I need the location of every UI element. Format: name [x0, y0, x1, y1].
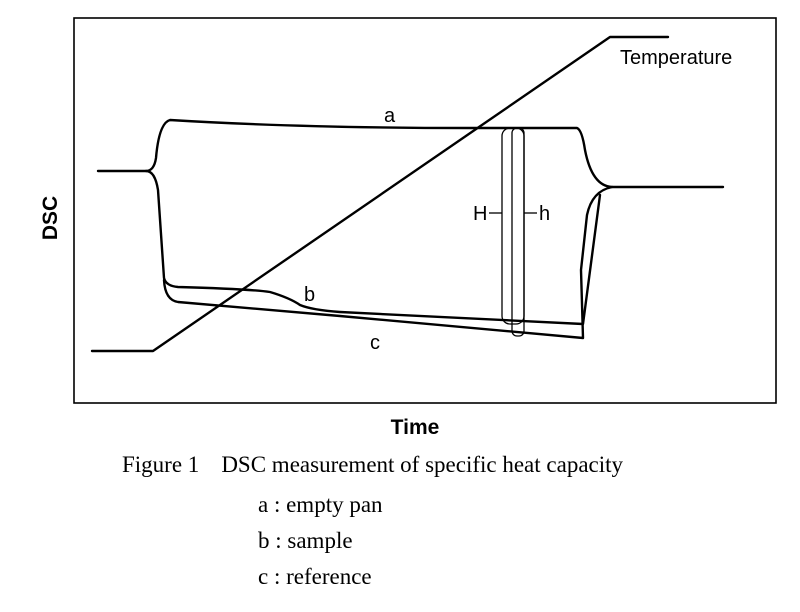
figure-number: Figure 1 [122, 452, 200, 477]
H-label: H [473, 203, 487, 225]
H-bracket [501, 127, 525, 325]
temperature-label: Temperature [620, 47, 732, 69]
legend-item-a: a : empty pan [258, 492, 383, 517]
h-label: h [539, 203, 550, 225]
legend-item-c: c : reference [258, 564, 372, 589]
y-axis-title: DSC [39, 196, 62, 240]
curve-c-reference [162, 185, 614, 340]
temperature-line [90, 35, 670, 353]
x-axis-title: Time [391, 416, 440, 439]
curve-b-label: b [304, 284, 315, 306]
h-bracket [511, 127, 525, 337]
legend-item-b: b : sample [258, 528, 353, 553]
curve-b-sample [144, 169, 602, 326]
dsc-diagram: Temperature a b c H h DSC Time [39, 17, 777, 439]
figure-title: DSC measurement of specific heat capacit… [221, 452, 624, 477]
caption-title: Figure 1 DSC measurement of specific heat… [122, 452, 623, 478]
curve-a-label: a [384, 105, 396, 127]
curve-a-empty-pan [96, 118, 725, 189]
plot-frame [73, 17, 777, 404]
curve-c-label: c [370, 332, 380, 354]
